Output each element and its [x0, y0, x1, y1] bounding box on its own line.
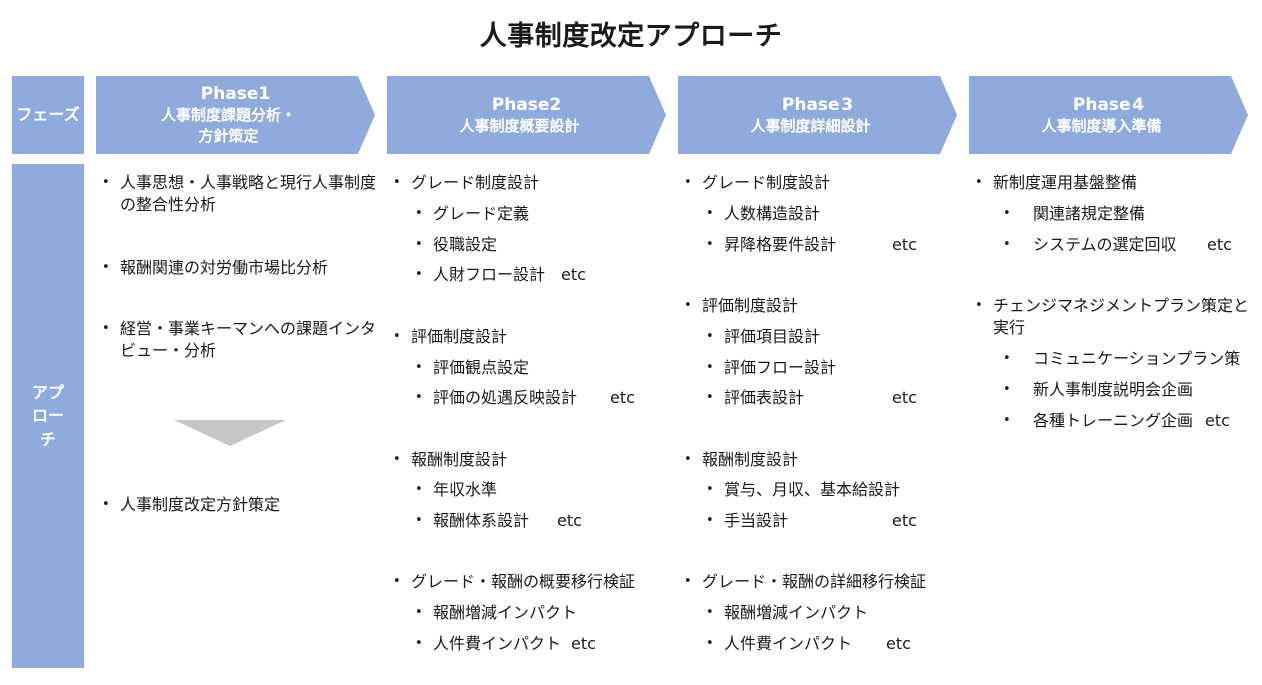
- col3-group-2-sub-1: 評価項目設計: [678, 326, 962, 348]
- page-title: 人事制度改定アプローチ: [479, 21, 783, 52]
- col2-group-2-sub-1: 評価観点設定: [387, 357, 671, 379]
- col2-group-1-etc: etc: [561, 265, 586, 284]
- col2-group-3-sub-1: 年収水準: [387, 479, 671, 501]
- col3-group-1-etc: etc: [892, 235, 917, 254]
- col2-group-4-sub-1: 報酬増減インパクト: [387, 602, 671, 624]
- phase-4-chevron: Phase 4 人事制度導入準備: [969, 76, 1248, 154]
- col3-group-4-sub-1: 報酬増減インパクト: [678, 602, 962, 624]
- col1-item-2: 報酬関連の対労働市場比分析: [96, 257, 380, 279]
- col2-group-2-title: 評価制度設計: [387, 326, 671, 348]
- col3-group-2-sub-2: 評価フロー設計: [678, 357, 962, 379]
- col2-group-1-sub-2: 役職設定: [387, 234, 671, 256]
- col4-group-1-title: 新制度運用基盤整備: [969, 172, 1253, 194]
- phase-3-chevron: Phase 3 人事制度詳細設計: [678, 76, 957, 154]
- col2-group-4-etc: etc: [571, 634, 596, 653]
- col1-item-1: 人事思想・人事戦略と現行人事制度の整合性分析: [96, 172, 380, 216]
- col4-group-2-etc: etc: [1205, 411, 1230, 430]
- approach-row-label: アプローチ: [12, 164, 84, 668]
- phase-1-name: Phase1: [200, 84, 271, 104]
- phase-2-chevron: Phase2 人事制度概要設計: [387, 76, 666, 154]
- col2-group-3-title: 報酬制度設計: [387, 449, 671, 471]
- col3-group-2-etc: etc: [892, 388, 917, 407]
- phase-row-label-text: フェーズ: [16, 105, 80, 125]
- col2-group-2-etc: etc: [610, 388, 635, 407]
- col3-group-4-etc: etc: [886, 634, 911, 653]
- col3-group-4-title: グレード・報酬の詳細移行検証: [678, 571, 962, 593]
- col3-group-3-title: 報酬制度設計: [678, 449, 962, 471]
- phase-3-desc: 人事制度詳細設計: [750, 116, 871, 135]
- col2-group-3-etc: etc: [557, 511, 582, 530]
- phase-1-chevron: Phase1 人事制度課題分析・ 方針策定: [96, 76, 375, 154]
- col2-group-1-sub-1: グレード定義: [387, 203, 671, 225]
- col4-group-2-sub-2: 新人事制度説明会企画: [969, 379, 1253, 401]
- phase-1-approach-column: 人事思想・人事戦略と現行人事制度の整合性分析 報酬関連の対労働市場比分析 経営・…: [96, 164, 380, 668]
- phase-4-name: Phase 4: [1072, 94, 1145, 115]
- phase-2-name: Phase2: [491, 94, 562, 115]
- phase-1-desc: 人事制度課題分析・ 方針策定: [160, 106, 296, 145]
- col2-group-4-title: グレード・報酬の概要移行検証: [387, 571, 671, 593]
- phase-row-label: フェーズ: [12, 76, 84, 154]
- col2-group-1-title: グレード制度設計: [387, 172, 671, 194]
- col3-group-1-sub-1: 人数構造設計: [678, 203, 962, 225]
- col4-group-1-sub-1: 関連諸規定整備: [969, 203, 1253, 225]
- col3-group-2-title: 評価制度設計: [678, 295, 962, 317]
- col3-group-1-title: グレード制度設計: [678, 172, 962, 194]
- phase-4-desc: 人事制度導入準備: [1041, 116, 1162, 135]
- col1-item-4: 人事制度改定方針策定: [96, 494, 380, 516]
- col3-group-3-sub-1: 賞与、月収、基本給設計: [678, 479, 962, 501]
- col4-group-1-etc: etc: [1207, 235, 1232, 254]
- col4-group-2-sub-1: コミュニケーションプラン策: [969, 348, 1253, 370]
- approach-row-label-text: アプローチ: [31, 383, 64, 449]
- col4-group-2-title: チェンジマネジメントプラン策定と実行: [969, 295, 1253, 339]
- phase-2-desc: 人事制度概要設計: [459, 116, 580, 135]
- col3-group-3-etc: etc: [892, 511, 917, 530]
- col1-item-3: 経営・事業キーマンへの課題インタビュー・分析: [96, 318, 380, 362]
- phase-3-name: Phase 3: [781, 94, 854, 115]
